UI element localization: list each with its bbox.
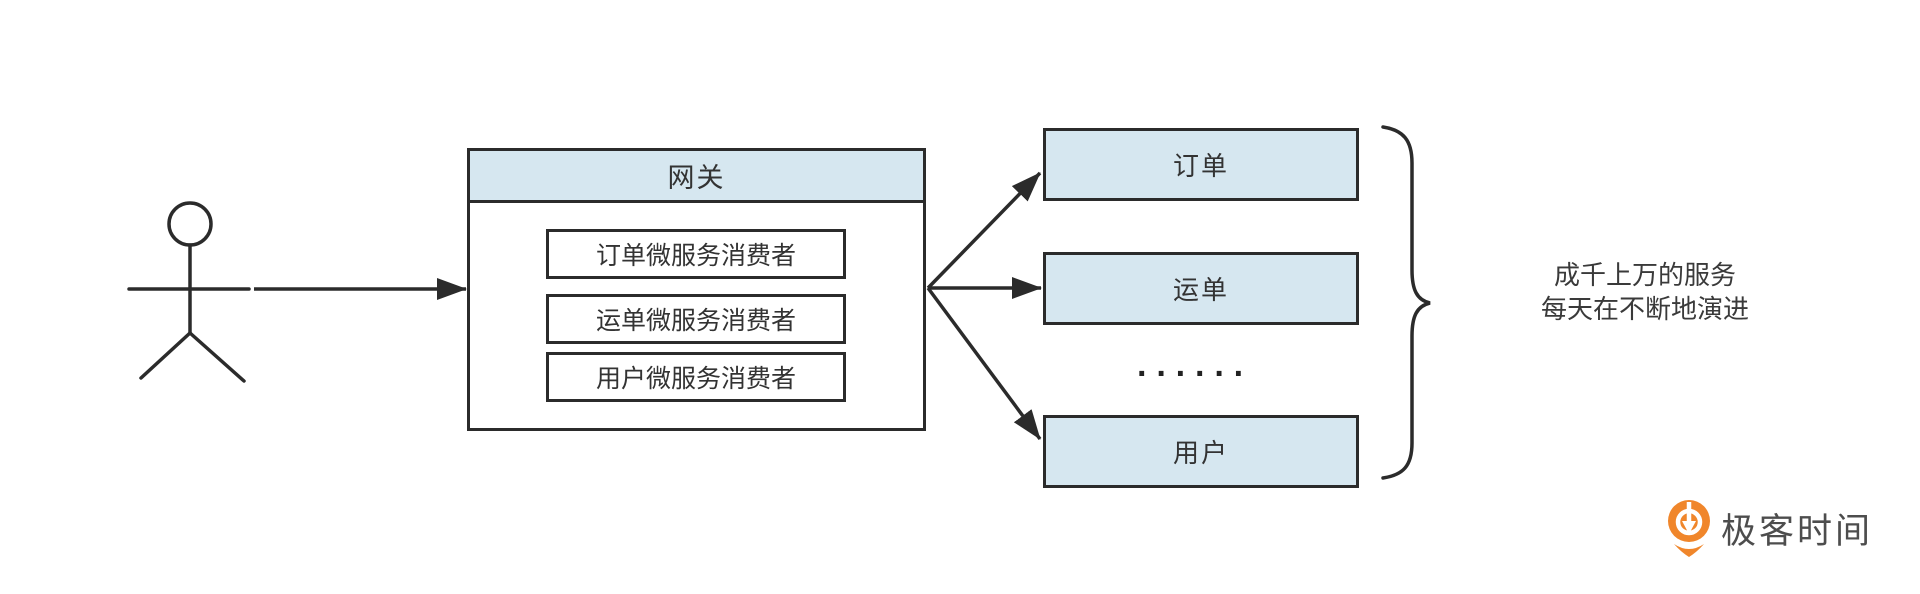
annotation-line-1: 成千上万的服务	[1553, 260, 1736, 290]
consumer-box-waybill: 运单微服务消费者	[546, 294, 846, 344]
service-box-waybill: 运单	[1043, 252, 1359, 325]
service-box-user: 用户	[1043, 415, 1359, 488]
geektime-logo: 极客时间	[1666, 496, 1873, 560]
arrow-gateway-to-order	[926, 171, 1042, 290]
services-ellipsis: ······	[1137, 354, 1253, 393]
consumer-box-user: 用户微服务消费者	[546, 352, 846, 402]
arrow-gateway-to-user	[926, 286, 1042, 441]
annotation-text: 成千上万的服务 每天在不断地演进	[1513, 258, 1777, 326]
consumer-box-order: 订单微服务消费者	[546, 229, 846, 279]
actor-icon	[127, 201, 251, 383]
service-box-order: 订单	[1043, 128, 1359, 201]
geektime-logo-text: 极客时间	[1721, 511, 1874, 551]
annotation-line-2: 每天在不断地演进	[1540, 294, 1749, 324]
geektime-logo-icon	[1668, 500, 1710, 557]
curly-brace-icon	[1381, 125, 1431, 480]
gateway-title: 网关	[470, 151, 923, 203]
gateway-box: 网关 订单微服务消费者 运单微服务消费者 用户微服务消费者	[467, 148, 926, 431]
